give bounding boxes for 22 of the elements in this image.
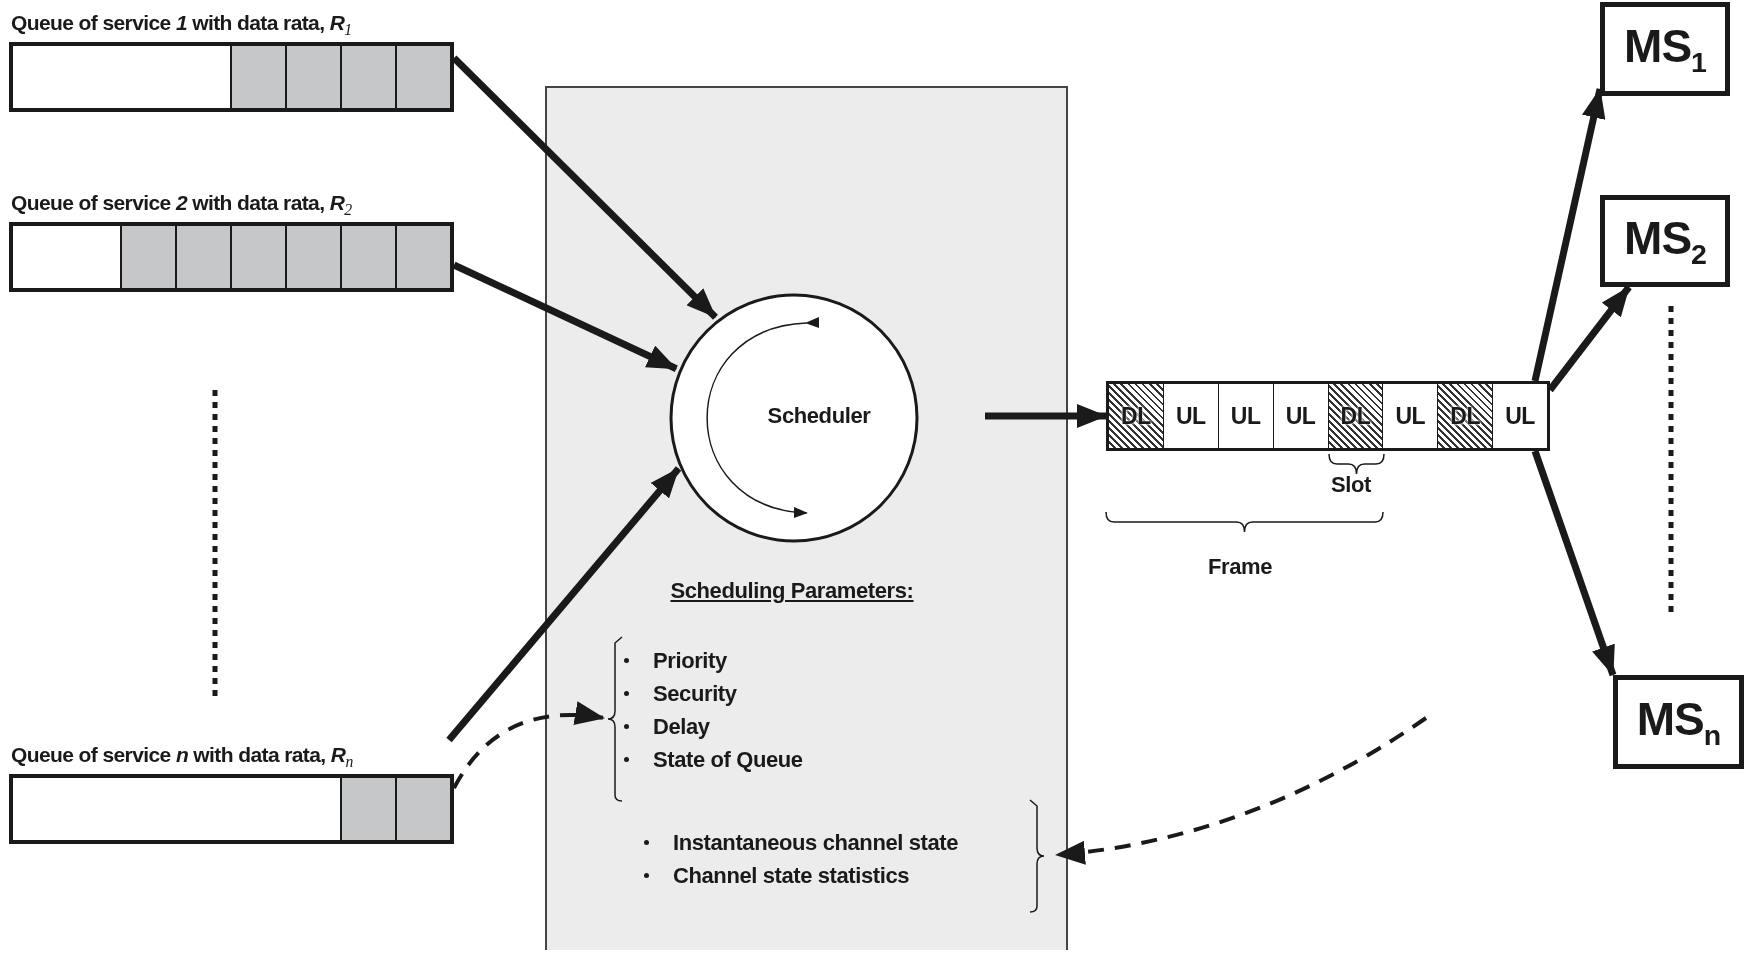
station-label: MS$_{1}$ bbox=[1624, 18, 1706, 80]
queue-label: Queue of service 1 with data rata, R$_{1}$ bbox=[10, 10, 353, 41]
scheduler-label: Scheduler bbox=[766, 403, 872, 429]
list-item: Channel state statistics bbox=[673, 862, 910, 889]
queue-label: Queue of service n with data rata, R$_{n}$ bbox=[10, 742, 354, 773]
station-label: MS$_{2}$ bbox=[1624, 210, 1706, 272]
text-label: Frame bbox=[1206, 554, 1273, 580]
arrow bbox=[1055, 716, 1428, 865]
list-item: Priority bbox=[653, 647, 727, 674]
arrow bbox=[985, 404, 1107, 428]
scheduler-panel bbox=[545, 86, 1068, 950]
list-item: State of Queue bbox=[653, 746, 803, 773]
list-item: Instantaneous channel state bbox=[673, 829, 959, 856]
queue-label: Queue of service 2 with data rata, R$_{2}$ bbox=[10, 190, 353, 221]
station-label: MS$_{n}$ bbox=[1636, 691, 1721, 753]
list-item: Delay bbox=[653, 713, 710, 740]
arrow bbox=[1531, 449, 1617, 677]
arrow bbox=[1531, 88, 1606, 382]
list-item: Security bbox=[653, 680, 737, 707]
text-label: Scheduling Parameters: bbox=[669, 578, 915, 604]
text-label: Slot bbox=[1330, 472, 1372, 498]
arrow bbox=[446, 466, 682, 743]
